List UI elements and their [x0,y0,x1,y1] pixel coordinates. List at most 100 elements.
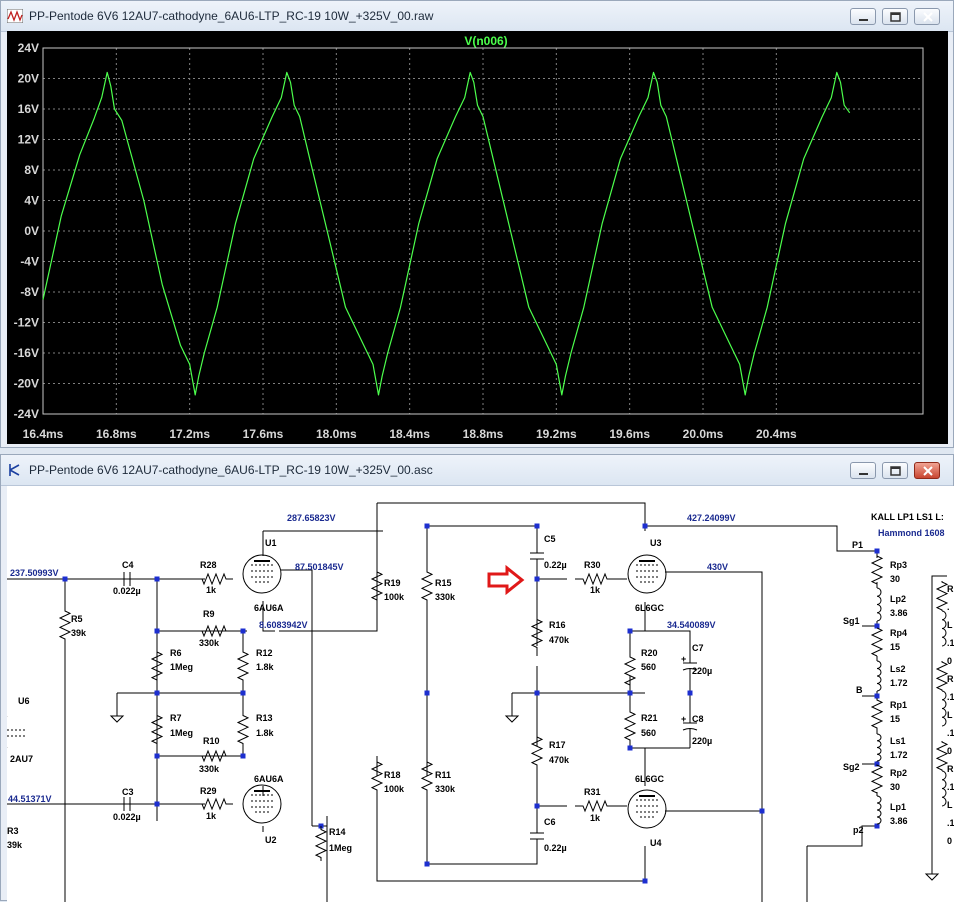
resistor-r15[interactable] [420,566,434,606]
resistor-rp3[interactable] [870,555,884,585]
resistor-secondary[interactable] [935,661,949,691]
inductor-lp1[interactable] [876,795,882,825]
schematic-label: U2 [265,835,277,845]
resistor-r18[interactable] [370,756,384,796]
cutoff-label: .1 [947,782,954,792]
schematic-label: C8 [692,714,704,724]
resistor-r28[interactable] [195,572,233,586]
schematic-label: R28 [200,560,217,570]
resistor-r5[interactable] [58,604,72,646]
restore-button[interactable] [882,8,908,25]
resistor-r29[interactable] [195,797,233,811]
resistor-rp4[interactable] [870,627,884,657]
resistor-r7[interactable] [150,711,164,748]
resistor-r30[interactable] [575,572,615,586]
tube-u4[interactable] [627,789,667,829]
resistor-r9[interactable] [195,624,233,638]
resistor-r19[interactable] [370,566,384,606]
resistor-r6[interactable] [150,646,164,686]
tube-u2[interactable] [242,784,282,824]
inductor-secondary[interactable] [941,690,947,727]
schematic-restore-button[interactable] [882,462,908,479]
junction-dot [240,628,246,634]
resistor-r17[interactable] [530,731,544,771]
cutoff-label: L [947,620,953,630]
schematic-minimize-button[interactable] [850,462,876,479]
schematic-label: 6L6GC [635,603,665,613]
schematic-label: 6L6GC [635,774,665,784]
resistor-r14[interactable] [314,826,328,861]
y-tick-label: 12V [18,133,39,147]
resistor-r31[interactable] [575,799,615,813]
resistor-r13[interactable] [236,711,250,748]
trace-label[interactable]: V(n006) [464,34,507,48]
schematic-titlebar[interactable]: PP-Pentode 6V6 12AU7-cathodyne_6AU6-LTP_… [1,455,953,486]
schematic-label: 330k [199,638,220,648]
cutoff-label: .1 [947,818,954,828]
junction-dot [874,693,880,699]
capacitor-c3[interactable] [115,797,139,811]
tube-grids-icon [7,729,25,737]
cutoff-label: . [947,602,950,612]
schematic-label: 100k [384,592,405,602]
resistor-secondary[interactable] [935,741,949,771]
resistor-secondary[interactable] [935,581,949,611]
resistor-r20[interactable] [623,656,637,686]
resistor-r12[interactable] [236,646,250,686]
schematic-label: 1Meg [329,843,352,853]
capacitor-c7[interactable] [682,654,698,678]
junction-dot [534,803,540,809]
wire [536,766,567,807]
schematic-label: 560 [641,662,656,672]
waveform-window: PP-Pentode 6V6 12AU7-cathodyne_6AU6-LTP_… [0,0,954,448]
cutoff-label: R [947,674,954,684]
capacitor-c8[interactable] [682,714,698,738]
node-voltage-label: 8.6083942V [259,620,308,630]
y-tick-label: -16V [14,346,39,360]
schematic-label: 470k [549,755,570,765]
resistor-r16[interactable] [530,611,544,656]
capacitor-c5[interactable] [530,544,544,568]
inductor-ls2[interactable] [876,660,882,692]
junction-dot [424,523,430,529]
tube-u1[interactable] [242,554,282,594]
wire [645,525,877,552]
tube-u3[interactable] [627,554,667,594]
resistor-r21[interactable] [623,711,637,741]
schematic-label: R15 [435,578,452,588]
capacitor-c4[interactable] [115,572,139,586]
junction-dot [874,761,880,767]
resistor-rp1[interactable] [870,698,884,730]
junction-dot [154,801,160,807]
transformer-model-label: Hammond 1608 [878,528,945,538]
schematic-close-button[interactable] [914,462,940,479]
x-tick-label: 20.4ms [756,427,797,441]
inductor-secondary[interactable] [941,770,947,807]
schematic-label: Sg1 [843,616,860,626]
resistor-r11[interactable] [420,756,434,796]
schematic-label: R5 [71,614,83,624]
resistor-r10[interactable] [195,749,233,763]
capacitor-c6[interactable] [530,824,544,848]
y-tick-label: 8V [24,163,39,177]
trace-v-n006[interactable] [42,71,851,396]
schematic-label: Lp2 [890,594,906,604]
resistor-rp2[interactable] [870,764,884,794]
x-tick-label: 19.2ms [536,427,577,441]
waveform-titlebar[interactable]: PP-Pentode 6V6 12AU7-cathodyne_6AU6-LTP_… [1,1,953,32]
close-button[interactable] [914,8,940,25]
schematic-label: U6 [18,696,30,706]
wire [665,571,763,902]
schematic-label: R19 [384,578,401,588]
wire [376,796,646,882]
inductor-lp2[interactable] [876,587,882,622]
inductor-ls1[interactable] [876,733,882,762]
inductor-secondary[interactable] [941,610,947,647]
minimize-button[interactable] [850,8,876,25]
y-tick-label: -24V [14,407,39,421]
